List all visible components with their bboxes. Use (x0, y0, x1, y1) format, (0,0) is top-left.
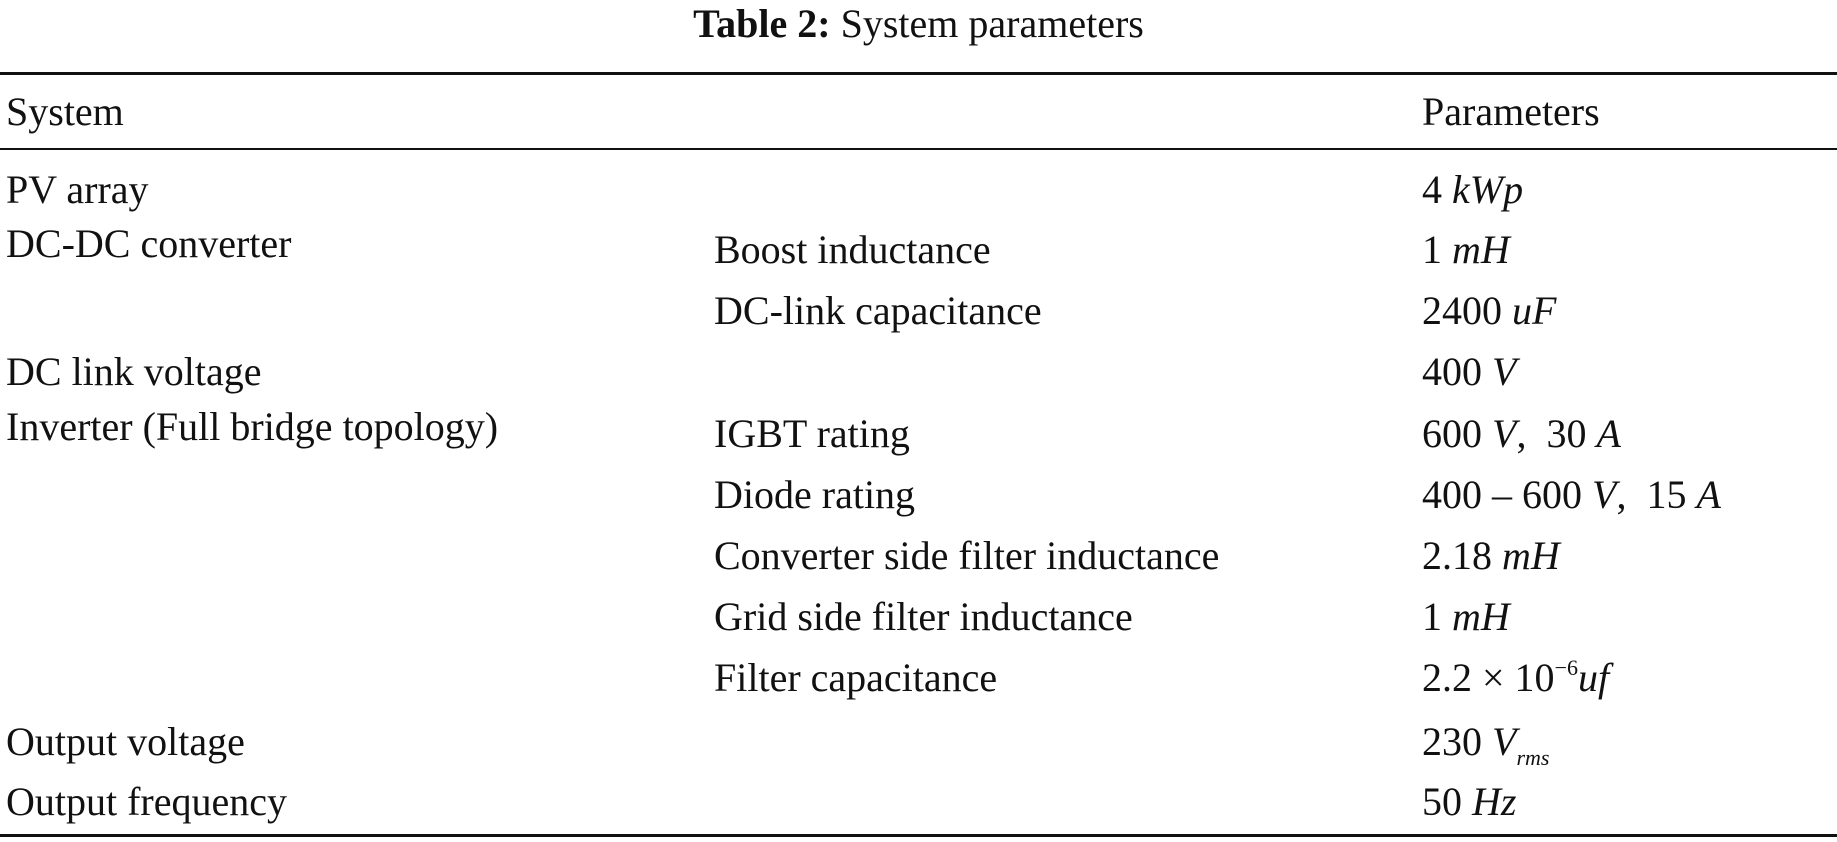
row-component: Boost inductance (714, 227, 991, 272)
row-system: PV array (6, 167, 149, 212)
row-value: 1 mH (1422, 594, 1510, 639)
row-value: 2400 uF (1422, 288, 1557, 333)
header-system: System (6, 89, 124, 134)
table-label: Table 2: (693, 1, 831, 46)
row-value: 600 V, 30 A (1422, 411, 1621, 456)
row-system: Output frequency (6, 779, 288, 824)
table-caption: Table 2: System parameters (0, 0, 1837, 48)
row-component: IGBT rating (714, 411, 910, 456)
row-system: Inverter (Full bridge topology) (6, 404, 499, 449)
row-system: DC link voltage (6, 349, 262, 394)
top-rule (0, 72, 1837, 75)
row-value: 2.2 × 10−6uf (1422, 655, 1610, 700)
row-value: 1 mH (1422, 227, 1510, 272)
row-component: Filter capacitance (714, 655, 998, 700)
row-value: 50 Hz (1422, 779, 1517, 824)
row-component: Diode rating (714, 472, 916, 517)
row-value: 400 V (1422, 349, 1517, 394)
table-title: System parameters (840, 1, 1144, 46)
header-rule (0, 148, 1837, 150)
row-component: DC-link capacitance (714, 288, 1042, 333)
row-value: 4 kWp (1422, 167, 1524, 212)
bottom-rule (0, 834, 1837, 837)
row-value: 400 – 600 V, 15 A (1422, 472, 1721, 517)
row-value: 2.18 mH (1422, 533, 1560, 578)
header-parameters: Parameters (1422, 89, 1600, 134)
row-system: DC-DC converter (6, 221, 292, 266)
row-component: Converter side filter inductance (714, 533, 1220, 578)
row-value: 230 Vrms (1422, 719, 1550, 770)
row-system: Output voltage (6, 719, 245, 764)
row-component: Grid side filter inductance (714, 594, 1133, 639)
